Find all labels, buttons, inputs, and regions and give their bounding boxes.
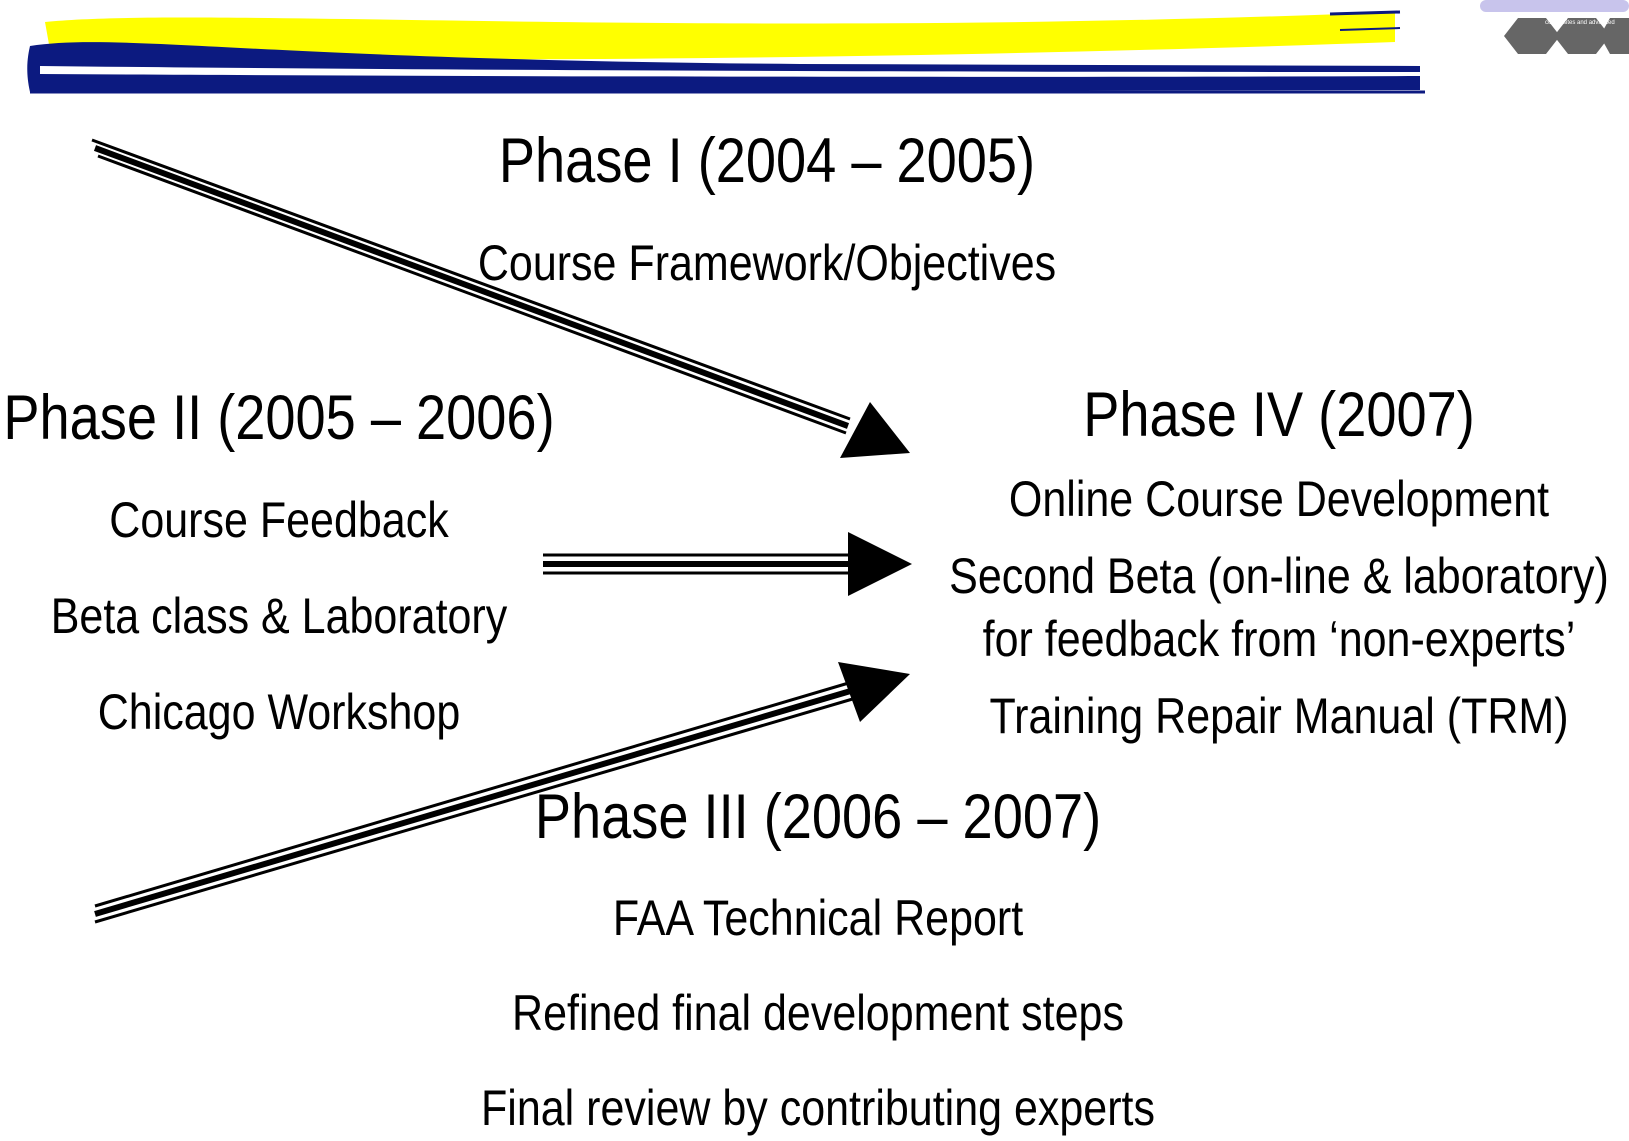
phase3-title: Phase III (2006 – 2007) — [534, 782, 1102, 852]
phase4-item: Online Course Development — [1008, 471, 1550, 527]
phase2-title: Phase II (2005 – 2006) — [3, 383, 555, 453]
logo-hexagon — [1600, 18, 1629, 54]
header-banner — [27, 10, 1425, 94]
phase2-item: Course Feedback — [109, 492, 449, 548]
phase1-item: Course Framework/Objectives — [477, 235, 1057, 291]
banner-fleck — [1339, 27, 1401, 31]
banner-yellow-swoosh — [45, 12, 1395, 60]
phase4-item: Training Repair Manual (TRM) — [989, 688, 1569, 744]
phase2-item: Chicago Workshop — [97, 684, 461, 740]
banner-white-streak — [40, 66, 1420, 77]
phase2-item: Beta class & Laboratory — [50, 588, 508, 644]
phase4-item: Second Beta (on-line & laboratory) — [949, 548, 1609, 604]
logo-hexagon — [1554, 18, 1610, 54]
phase1-title: Phase I (2004 – 2005) — [498, 126, 1036, 196]
logo-lettering — [1480, 0, 1629, 12]
phase3-item: Refined final development steps — [512, 985, 1124, 1041]
arrow-phase3-to-phase4 — [94, 662, 910, 924]
phase4-item: for feedback from ‘non-experts’ — [982, 611, 1576, 667]
banner-fleck — [1329, 10, 1401, 16]
logo-hexagon — [1504, 18, 1560, 54]
arrow-phase2-to-phase4 — [543, 532, 912, 596]
phase4-title: Phase IV (2007) — [1083, 380, 1475, 450]
corner-logo — [1480, 0, 1629, 54]
arrow-phase1-to-phase4 — [91, 138, 910, 458]
banner-navy-swoosh — [27, 42, 1421, 92]
logo-caption: composites and advanced — [1545, 20, 1615, 26]
phase3-item: FAA Technical Report — [612, 890, 1024, 946]
phase3-item: Final review by contributing experts — [481, 1080, 1155, 1136]
